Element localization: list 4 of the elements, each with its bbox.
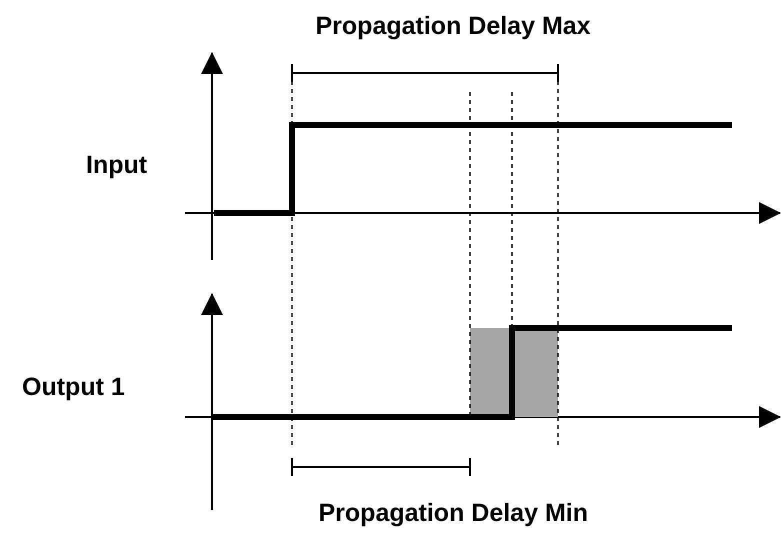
signal-label: Output 1 — [22, 372, 125, 402]
signal-label: Input — [86, 150, 148, 180]
dimension-label: Propagation Delay Min — [318, 498, 588, 528]
dimension-label: Propagation Delay Max — [316, 11, 591, 41]
